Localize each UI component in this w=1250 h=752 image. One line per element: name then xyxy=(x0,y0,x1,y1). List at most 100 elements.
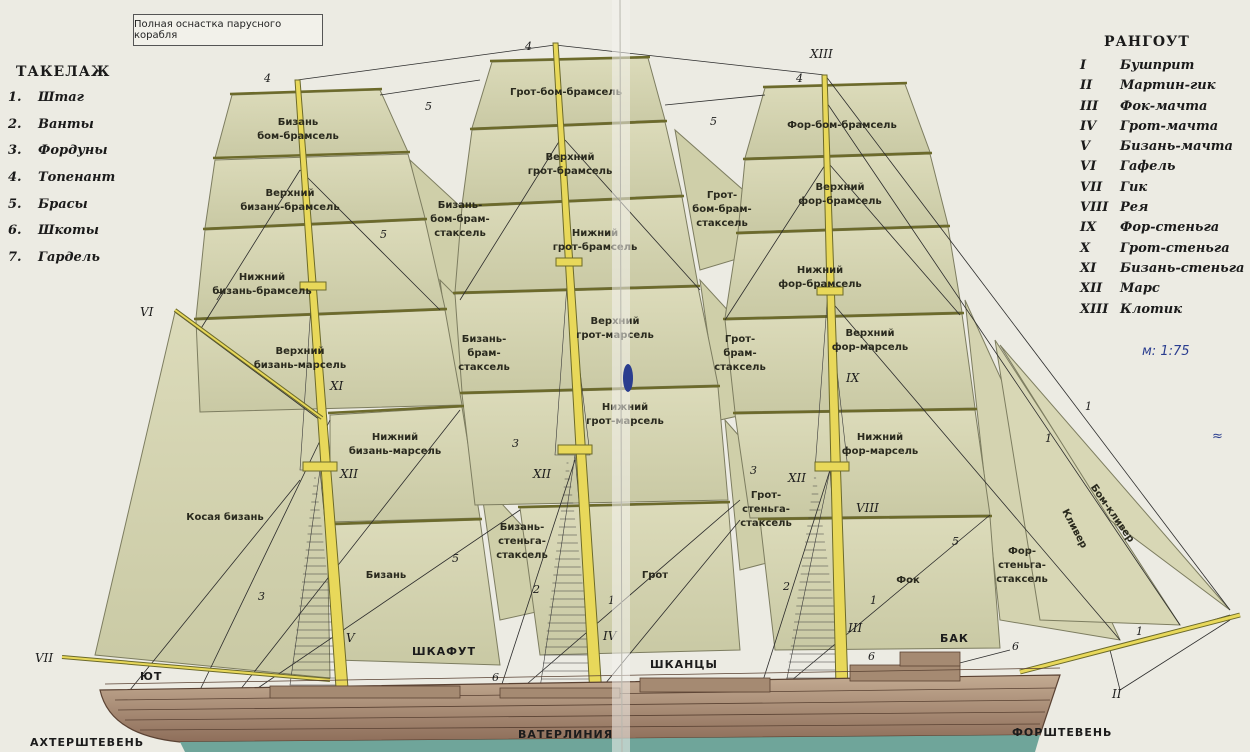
spar-legend-item: VI Гафель xyxy=(1080,159,1244,179)
rigging-lines xyxy=(129,44,1231,691)
stem-label: ФОРШТЕВЕНЬ xyxy=(1012,726,1112,739)
rigging-legend-item: 7.Гардель xyxy=(8,250,115,277)
yards xyxy=(193,55,993,526)
rigging-legend-item: 2.Ванты xyxy=(8,117,115,144)
waist-label: ШКАФУТ xyxy=(412,645,476,658)
spar-numerals: VI VII XIII XI XII XII XII IX VIII V IV … xyxy=(35,47,1122,701)
spar-legend-item-number: VIII xyxy=(1080,200,1109,216)
rigging-legend-item-label: Фордуны xyxy=(38,143,108,159)
sail-label-mizzen-topgallant-staysail: Бизань-брам-стаксель xyxy=(458,334,510,373)
svg-text:5: 5 xyxy=(952,535,959,548)
spar-legend-item-label: Фор-стеньга xyxy=(1120,220,1220,236)
svg-text:1: 1 xyxy=(1045,432,1052,445)
masts xyxy=(294,42,850,696)
svg-text:II: II xyxy=(1111,687,1122,701)
scale-note-mark: ≈ xyxy=(1212,429,1223,444)
svg-text:3: 3 xyxy=(258,590,265,603)
svg-text:5: 5 xyxy=(425,100,432,113)
sail-label-mizzen-course: Бизань xyxy=(366,570,406,581)
spar-legend-item-number: X xyxy=(1080,240,1091,256)
spar-legend-item: III Фок-мачта xyxy=(1080,99,1244,119)
svg-text:XII: XII xyxy=(787,471,806,485)
spar-legend-item-label: Бизань-стеньга xyxy=(1120,260,1245,276)
sail-label-fore-royal: Фор-бом-брамсель xyxy=(787,119,897,131)
svg-text:XII: XII xyxy=(532,467,551,481)
paper-fold xyxy=(612,0,633,752)
spar-legend-item-number: III xyxy=(1080,98,1099,114)
svg-text:3: 3 xyxy=(512,437,519,450)
rigging-numbers: 4 4 4 5 5 5 7 3 3 3 5 5 2 2 1 1 1 1 1 6 … xyxy=(215,40,1143,684)
bowsprit xyxy=(1019,612,1241,675)
spar-legend-item-number: VII xyxy=(1080,179,1103,195)
spar-legend-item-number: I xyxy=(1080,58,1087,73)
mizzen-square-sails xyxy=(195,89,501,666)
hull xyxy=(99,651,1061,752)
sail-label-main-royal-staysail: Грот-бом-брам-стаксель xyxy=(692,190,751,229)
waterline-label: ВАТЕРЛИНИЯ xyxy=(518,728,613,741)
fore-square-sails xyxy=(724,83,1001,651)
sail-label-mizzen-royal-staysail: Бизань-бом-брам-стаксель xyxy=(430,200,489,239)
spar-legend-item-number: VI xyxy=(1080,159,1097,175)
rigging-legend-item-number: 6. xyxy=(8,223,22,239)
svg-text:III: III xyxy=(847,621,862,635)
rigging-legend-item: 3. Фордуны xyxy=(8,143,115,170)
svg-text:VIII: VIII xyxy=(856,501,879,515)
sail-label-fore-topmast-staysail: Фор-стеньга-стаксель xyxy=(996,546,1048,585)
svg-text:XII: XII xyxy=(339,467,358,481)
svg-text:1: 1 xyxy=(1136,625,1143,638)
svg-text:5: 5 xyxy=(452,552,459,565)
svg-text:XI: XI xyxy=(329,379,344,393)
svg-text:6: 6 xyxy=(1012,640,1019,653)
sail-label-main-course: Грот xyxy=(642,570,668,581)
spar-legend-item-number: XIII xyxy=(1080,301,1109,317)
spar-legend-item: IV Грот-мачта xyxy=(1080,119,1244,139)
svg-text:4: 4 xyxy=(524,40,532,53)
svg-text:VI: VI xyxy=(140,305,154,319)
svg-text:6: 6 xyxy=(868,650,875,663)
spar-legend-item-label: Грот-стеньга xyxy=(1120,240,1230,256)
rigging-legend-item: 6.Шкоты xyxy=(8,223,115,250)
spar-legend-title: РАНГОУТ xyxy=(1104,34,1190,50)
spar-legend-item-number: IV xyxy=(1080,118,1097,134)
svg-text:1: 1 xyxy=(608,594,615,607)
spar-legend-item-label: Фок-мачта xyxy=(1120,98,1208,114)
rigging-legend-title: ТАКЕЛАЖ xyxy=(16,64,111,80)
scale-note: м: 1:75 xyxy=(1142,344,1190,359)
spar-legend-item-label: Грот-мачта xyxy=(1120,118,1219,134)
spar-legend-item-label: Гик xyxy=(1120,179,1148,195)
gaff xyxy=(173,308,324,420)
rigging-legend-item-number: 3. xyxy=(8,143,22,159)
spar-legend-item-label: Мартин-гик xyxy=(1120,78,1216,94)
rigging-legend-item-label: Топенант xyxy=(38,170,116,186)
poop-label: ЮТ xyxy=(140,670,162,683)
rigging-legend-item-number: 1. xyxy=(8,90,22,105)
sail-label-main-royal: Грот-бом-брамсель xyxy=(510,86,622,98)
svg-text:1: 1 xyxy=(870,594,877,607)
spar-legend-item-number: II xyxy=(1080,78,1093,94)
spar-legend-item-label: Гафель xyxy=(1120,159,1176,175)
spar-legend-item-number: IX xyxy=(1080,220,1097,236)
svg-text:2: 2 xyxy=(532,583,540,596)
svg-text:5: 5 xyxy=(710,115,717,128)
rigging-legend-item-number: 4. xyxy=(8,170,22,186)
spar-legend-item: VII Гик xyxy=(1080,180,1244,200)
boom xyxy=(61,655,331,682)
svg-text:3: 3 xyxy=(750,464,757,477)
